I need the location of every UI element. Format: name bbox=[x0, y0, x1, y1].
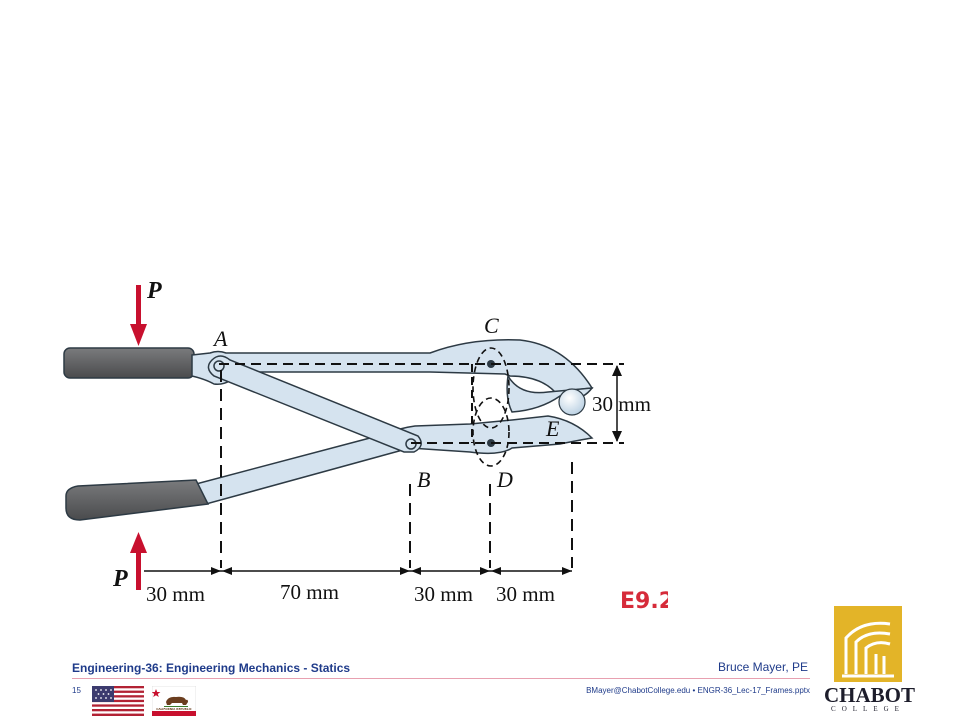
pivot-outline-C bbox=[472, 347, 510, 429]
exercise-label: E9.2 bbox=[620, 589, 674, 614]
author-name: Bruce Mayer, PE bbox=[717, 660, 808, 674]
point-label-A: A bbox=[212, 326, 228, 351]
gap-arrow-top bbox=[612, 365, 622, 376]
gap-arrow-bottom bbox=[612, 431, 622, 442]
dim-arrow-5 bbox=[480, 567, 490, 575]
footer-email-file: BMayer@ChabotCollege.edu • ENGR-36_Lec-1… bbox=[586, 686, 810, 695]
force-arrow-top-shaft bbox=[136, 285, 141, 329]
pliers-diagram: 30 mm 30 mm 70 mm 30 mm 30 mm P P A B C … bbox=[63, 278, 674, 614]
force-arrow-bottom-shaft bbox=[136, 548, 141, 590]
svg-text:CALIFORNIA REPUBLIC: CALIFORNIA REPUBLIC bbox=[156, 707, 191, 711]
dim-label-2: 70 mm bbox=[280, 580, 339, 604]
chabot-college-logo-icon bbox=[834, 606, 902, 682]
force-label-top: P bbox=[146, 278, 162, 304]
force-label-bottom: P bbox=[112, 566, 128, 592]
top-handle-grip bbox=[63, 347, 195, 379]
force-arrow-top-head bbox=[130, 324, 147, 346]
point-label-E: E bbox=[545, 416, 560, 441]
gap-label: 30 mm bbox=[592, 392, 651, 416]
footer-rule bbox=[72, 678, 810, 679]
logo-subtext: COLLEGE bbox=[831, 705, 905, 713]
link-AB bbox=[207, 355, 422, 453]
dim-label-1: 30 mm bbox=[146, 582, 205, 606]
logo-wordmark: CHABOT bbox=[824, 683, 916, 707]
dim-arrow-7 bbox=[562, 567, 572, 575]
force-arrow-bottom-head bbox=[130, 532, 147, 553]
dim-arrow-6 bbox=[491, 567, 501, 575]
us-flag-icon bbox=[92, 686, 144, 716]
pin-A bbox=[213, 360, 225, 372]
dim-label-3: 30 mm bbox=[414, 582, 473, 606]
dim-arrow-1 bbox=[211, 567, 221, 575]
ball-E bbox=[558, 388, 586, 416]
dim-arrow-3 bbox=[400, 567, 410, 575]
dim-arrow-2 bbox=[222, 567, 232, 575]
point-label-D: D bbox=[496, 467, 513, 492]
point-label-B: B bbox=[417, 467, 430, 492]
slide-number: 15 bbox=[72, 686, 81, 695]
california-flag-icon: CALIFORNIA REPUBLIC bbox=[152, 686, 196, 716]
dim-arrow-4 bbox=[411, 567, 421, 575]
dim-label-4: 30 mm bbox=[496, 582, 555, 606]
bottom-handle-grip bbox=[65, 479, 210, 521]
point-label-C: C bbox=[484, 313, 499, 338]
course-title: Engineering-36: Engineering Mechanics - … bbox=[72, 661, 351, 675]
bottom-arm bbox=[194, 415, 594, 505]
